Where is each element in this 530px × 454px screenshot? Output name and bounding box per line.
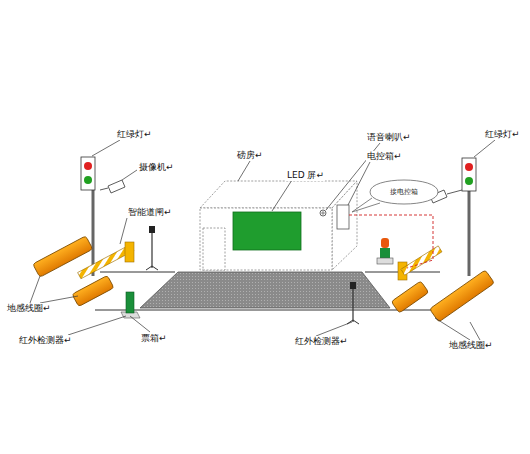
control-box-label: 电控箱↵ — [366, 151, 403, 162]
traffic-light-label: 红绿灯↵ — [116, 129, 153, 140]
speech-bubble: 接电控箱 — [376, 182, 432, 202]
scale-house-label: 磅房↵ — [236, 150, 264, 161]
infrared-detector-label: 红外检测器↵ — [18, 335, 73, 346]
ticket-box-label: 票箱↵ — [140, 333, 168, 344]
ground-loop-label: 地感线圈↵ — [6, 303, 52, 314]
barrier-label: 智能道闸↵ — [127, 207, 173, 218]
infrared-detector-label: 红外检测器↵ — [294, 336, 349, 347]
camera-label: 摄像机↵ — [138, 162, 175, 173]
traffic-light-label: 红绿灯↵ — [484, 129, 521, 140]
led-screen-label: LED 屏↵ — [286, 170, 325, 181]
ground-loop-label: 地感线圈↵ — [448, 340, 494, 351]
bubble-text: 接电控箱 — [390, 188, 418, 197]
speaker-label: 语音喇叭↵ — [366, 132, 412, 143]
